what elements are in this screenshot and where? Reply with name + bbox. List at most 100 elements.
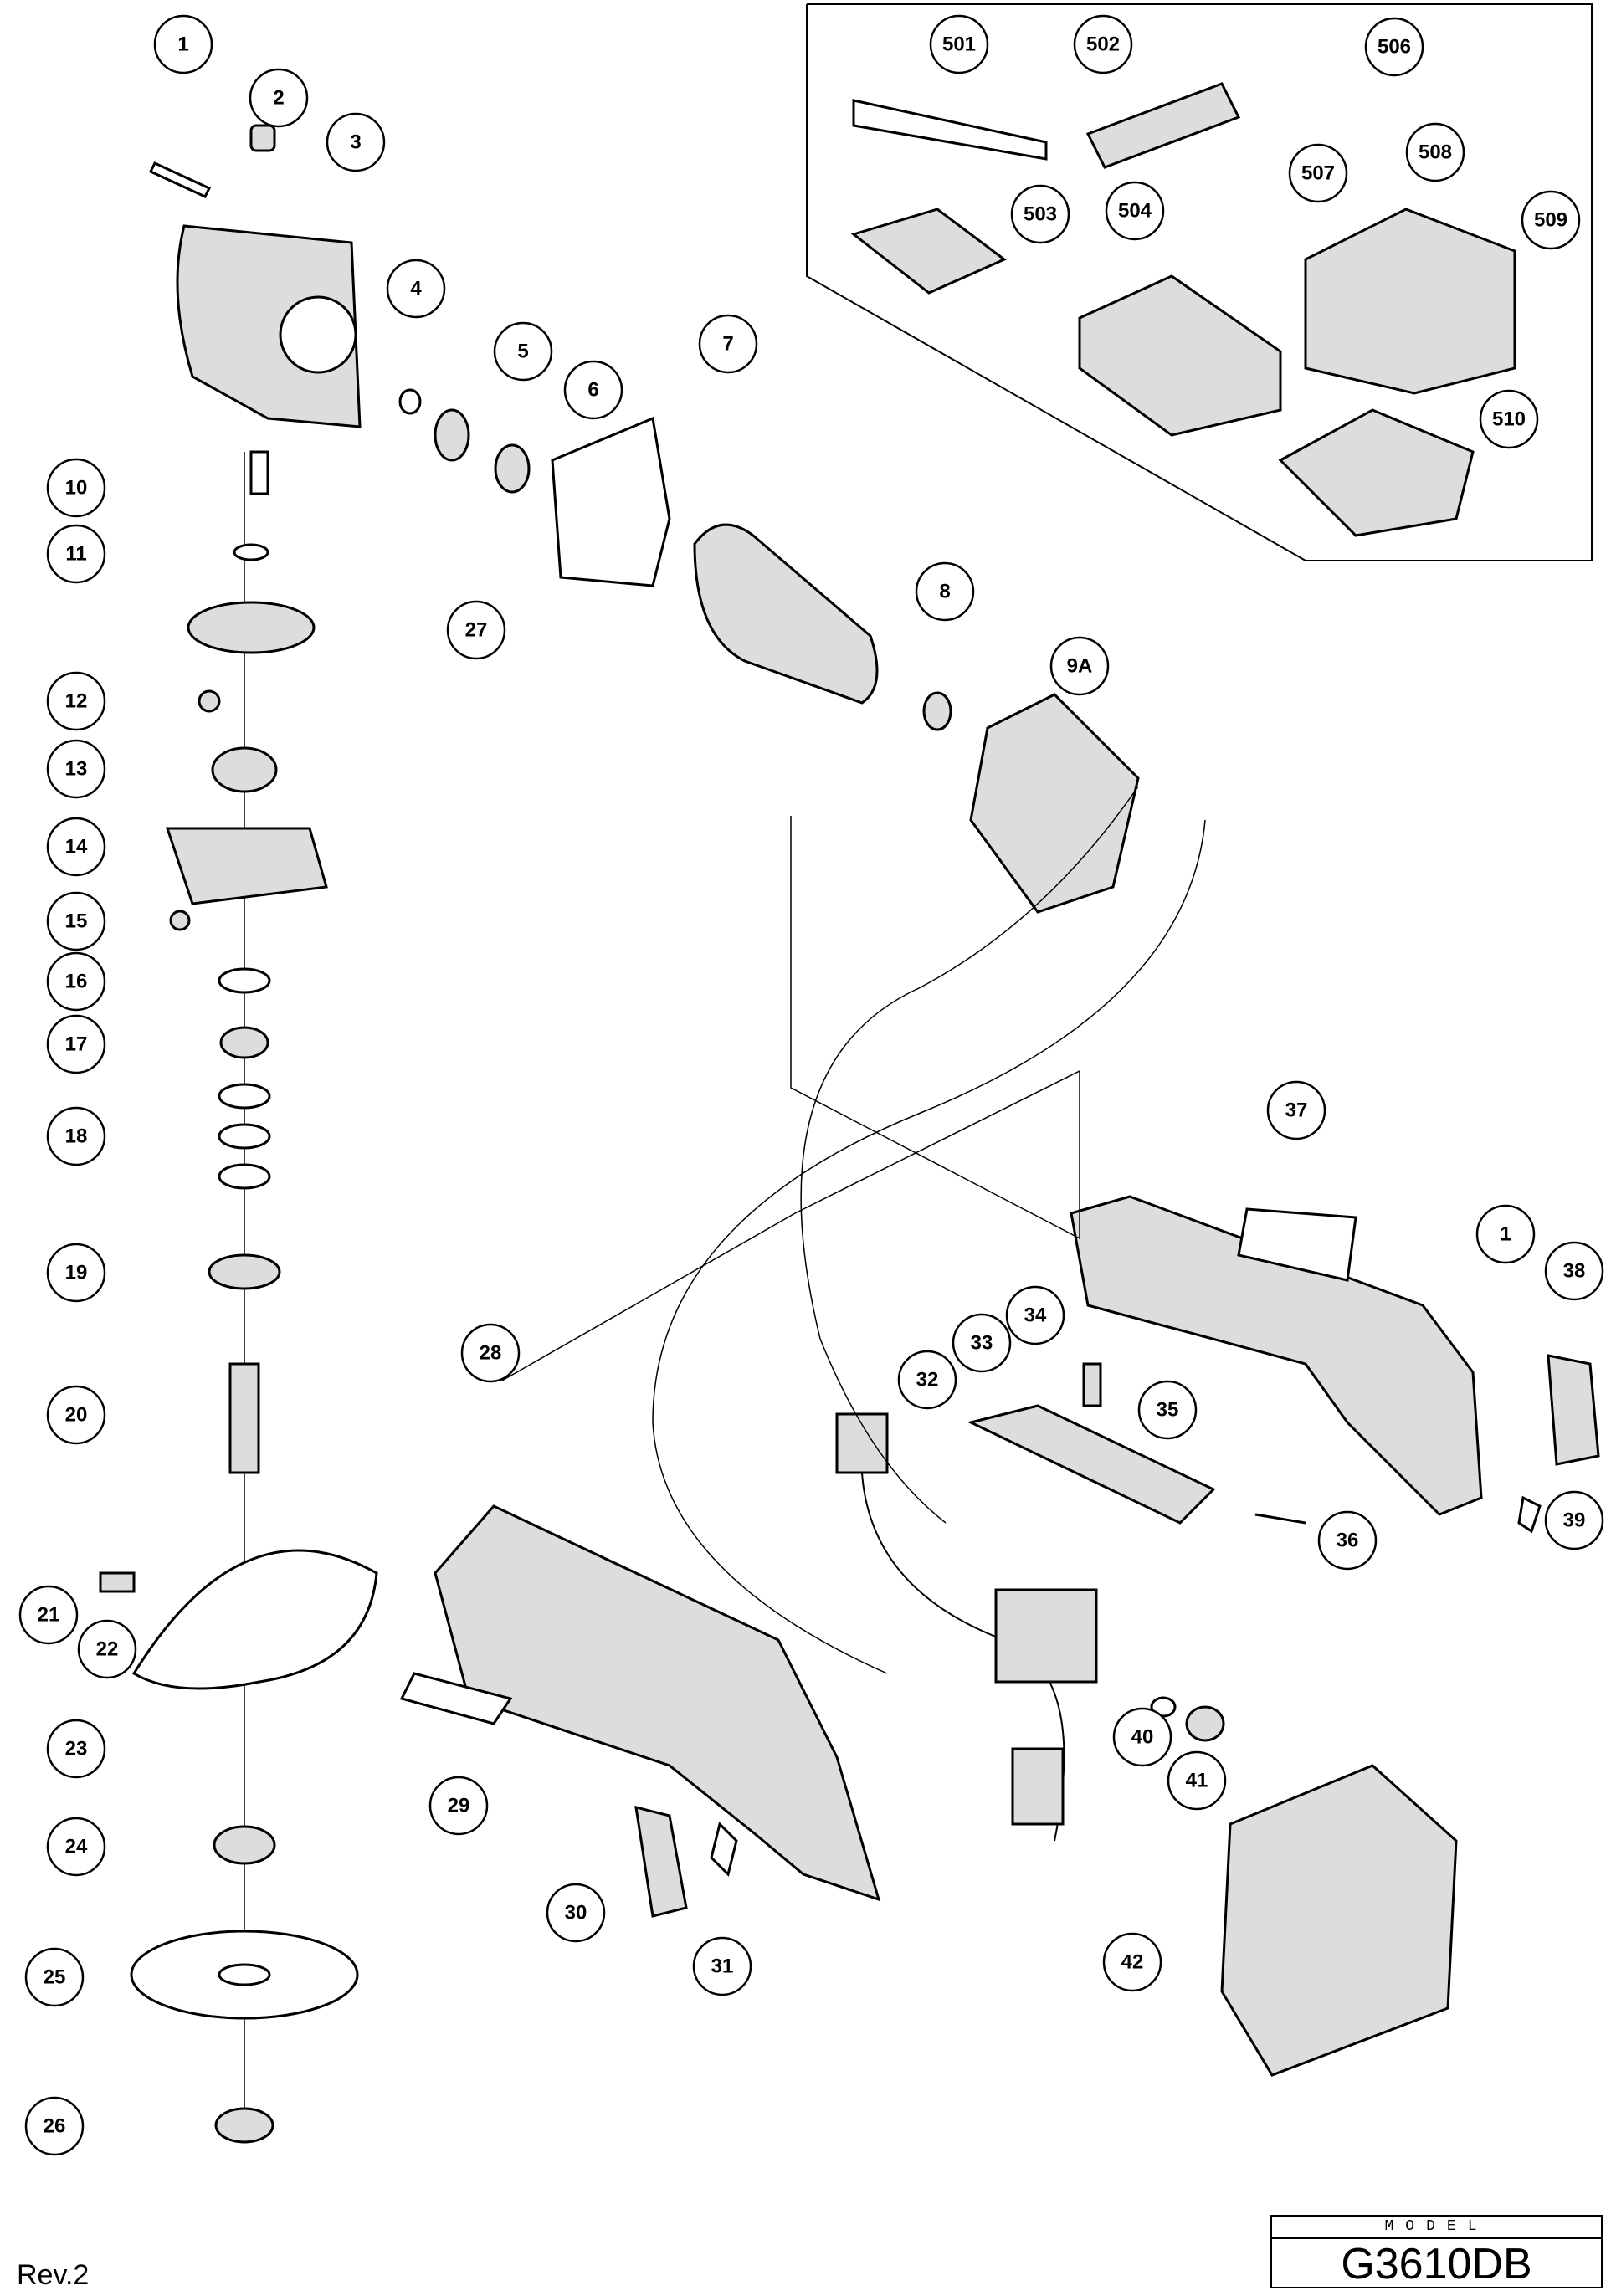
callout-circle [1266,1080,1326,1140]
bearing-holder-6 [551,416,671,587]
callout-circle [563,360,623,420]
callout-circle [1049,636,1110,696]
callout-504: 504 [1105,181,1165,241]
wheel-guard-23 [131,1549,378,1690]
callout-number: 10 [65,477,88,500]
callout-22: 22 [77,1619,137,1679]
callout-507: 507 [1288,143,1348,203]
callout-circle [1112,1707,1172,1767]
callout-16: 16 [46,951,106,1012]
callout-circle [386,259,446,319]
gear-cover-14 [165,827,328,905]
revision-label: Rev.2 [17,2259,90,2291]
callout-number: 6 [587,379,598,402]
pin-10 [249,450,269,495]
callout-18: 18 [46,1106,106,1166]
callout-number: 509 [1534,209,1567,232]
leader-curve-a [652,819,1206,1674]
callout-14: 14 [46,817,106,877]
bearing-5 [494,443,531,494]
callout-circle [1167,1750,1227,1811]
callout-circle [153,14,213,74]
callout-number: 8 [939,581,950,603]
callout-33: 33 [952,1313,1012,1373]
callout-circle [1544,1241,1604,1301]
callout-circle [24,1947,85,2007]
callout-number: 30 [565,1902,587,1924]
wrench-501 [852,99,1048,161]
gear-housing [176,224,362,428]
callout-circle [46,817,106,877]
callout-19: 19 [46,1243,106,1303]
callout-number: 1 [1500,1223,1511,1246]
ring-40 [1150,1696,1177,1718]
accessory-box-outline [806,3,1593,561]
pinion-gear [434,408,470,462]
callout-number: 2 [273,87,284,110]
washer-16 [218,967,271,994]
controller [994,1588,1098,1684]
callout-circle [46,458,106,518]
callout-number: 3 [350,131,361,154]
callout-circle [493,321,553,382]
callout-7: 7 [698,314,758,374]
washer-18b [218,1123,271,1150]
callout-12: 12 [46,671,106,731]
callout-circle [1137,1380,1198,1440]
callout-number: 502 [1086,33,1120,56]
callout-circle [46,1106,106,1166]
callout-30: 30 [546,1883,606,1943]
callout-circle [915,561,975,622]
callout-39: 39 [1544,1490,1604,1550]
callout-circle [46,1719,106,1779]
callout-number: 508 [1419,141,1452,164]
callout-42: 42 [1102,1932,1162,1992]
callout-number: 36 [1337,1530,1359,1552]
callout-37: 37 [1266,1080,1326,1140]
bearing-19 [208,1253,281,1290]
latch-30 [634,1805,688,1918]
callout-31: 31 [692,1936,752,1996]
callout-number: 14 [65,836,88,858]
inner-tray-510 [1278,408,1475,537]
callout-circle [428,1776,489,1836]
callout-24: 24 [46,1817,106,1877]
armature-7 [693,523,879,705]
callout-number: 510 [1492,408,1526,431]
callout-circle [1479,389,1539,449]
cover-503 [850,208,1007,295]
callout-number: 15 [65,910,88,933]
callout-40: 40 [1112,1707,1172,1767]
leader-curve-b [800,786,1139,1524]
callout-number: 7 [722,333,733,356]
callout-36: 36 [1317,1510,1378,1571]
callout-number: 5 [517,341,528,363]
callout-circle [46,671,106,731]
callout-number: 42 [1121,1951,1144,1974]
screw-1 [148,161,212,198]
callout-circle [249,68,309,128]
label-37 [1237,1207,1357,1282]
callout-21: 21 [18,1585,79,1645]
washer-18c [218,1163,271,1190]
callout-501: 501 [929,14,989,74]
callout-35: 35 [1137,1380,1198,1440]
callout-20: 20 [46,1385,106,1445]
callout-9a: 9A [1049,636,1110,696]
callout-circle [1105,181,1165,241]
callout-number: 37 [1285,1099,1308,1122]
callout-26: 26 [24,2096,85,2156]
callout-number: 11 [65,543,86,566]
callout-number: 25 [44,1966,66,1989]
callout-circle [46,951,106,1012]
callout-34: 34 [1005,1285,1065,1345]
callout-number: 506 [1378,36,1411,59]
bearing-8 [922,691,952,731]
callout-number: 33 [971,1332,993,1355]
callout-circle [46,524,106,584]
callout-circle [1364,17,1424,77]
callout-508: 508 [1405,122,1465,182]
housing-bore [279,295,357,374]
callout-number: 13 [65,758,88,781]
callout-number: 9A [1067,655,1093,678]
